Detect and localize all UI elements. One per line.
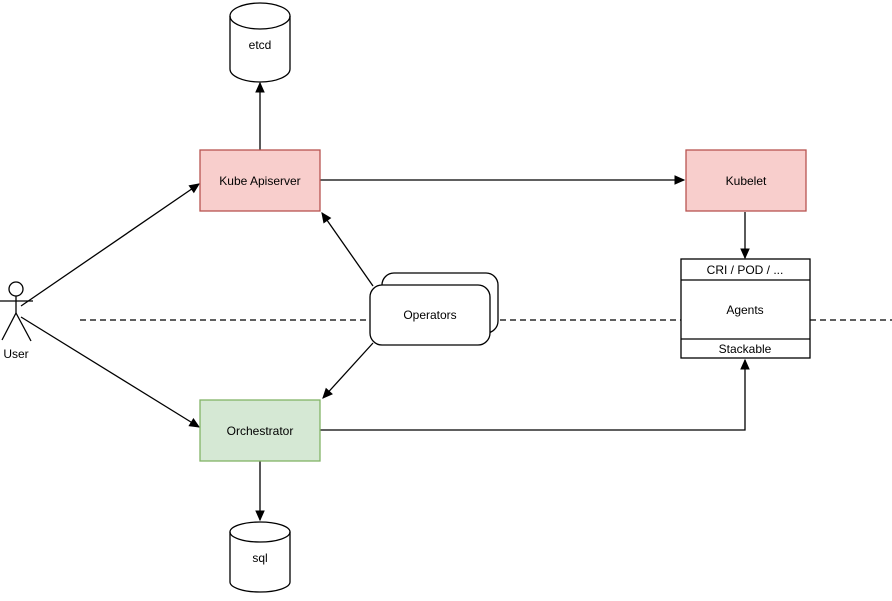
agents-section-cri-label: CRI / POD / ... [707,263,784,277]
node-user-label: User [3,347,28,361]
agents-section-agents-label: Agents [726,303,763,317]
agents-section-stackable-label: Stackable [719,342,772,356]
actor-right-leg [15,312,32,342]
actor-head [8,281,24,297]
node-operators-front-card [369,284,491,346]
node-etcd-label: etcd [249,38,272,52]
node-kube-apiserver-label: Kube Apiserver [219,174,300,188]
node-operators-label: Operators [403,308,456,322]
node-operators[interactable]: Operators [369,272,499,346]
edge-user-to-orchestrator[interactable] [20,316,201,428]
edge-orchestrator-to-stackable[interactable] [320,358,750,431]
node-sql-label: sql [252,551,267,565]
node-agents-component[interactable]: CRI / POD / ... Agents Stackable [680,258,811,359]
actor-left-leg [1,312,17,341]
node-kubelet[interactable]: Kubelet [685,149,807,212]
node-orchestrator[interactable]: Orchestrator [199,399,321,462]
node-etcd[interactable]: etcd [229,2,291,83]
edge-operators-to-orchestrator[interactable] [322,342,374,399]
edge-user-to-kube-apiserver[interactable] [20,183,201,307]
node-kube-apiserver[interactable]: Kube Apiserver [199,149,321,212]
node-sql[interactable]: sql [229,521,291,593]
edge-operators-to-kube-apiserver[interactable] [321,211,374,287]
node-kubelet-label: Kubelet [726,174,767,188]
node-orchestrator-label: Orchestrator [227,424,294,438]
node-user-actor[interactable]: User [0,281,33,361]
